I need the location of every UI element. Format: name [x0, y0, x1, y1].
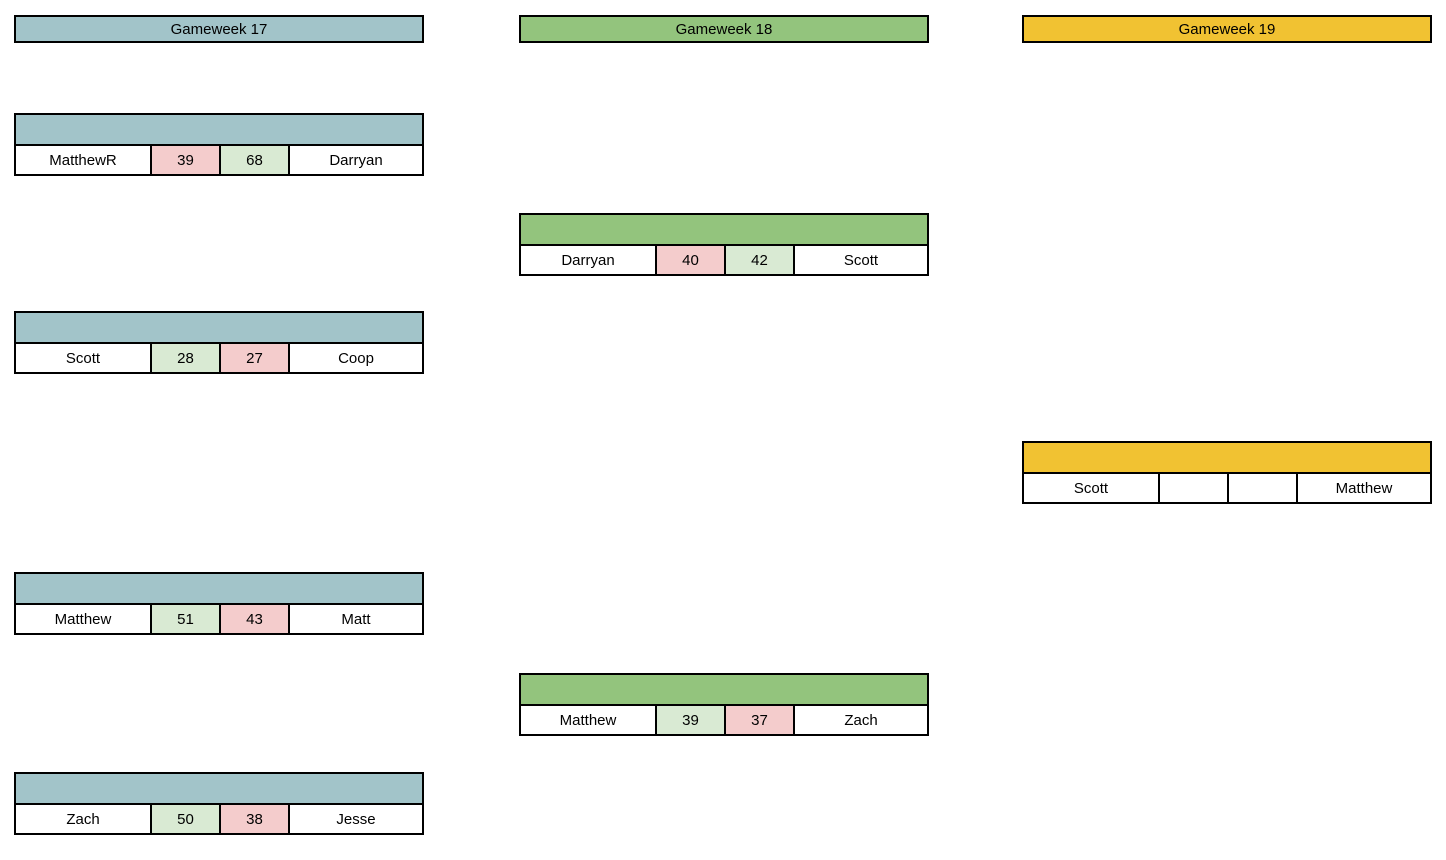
match-color-bar — [1024, 443, 1430, 474]
left-player-score: 28 — [152, 344, 221, 372]
match-color-bar — [521, 675, 927, 706]
left-player-score: 39 — [152, 146, 221, 174]
match-row: Darryan 40 42 Scott — [521, 246, 927, 274]
gw17-match-2: Scott 28 27 Coop — [14, 311, 424, 374]
match-row: Zach 50 38 Jesse — [16, 805, 422, 833]
match-color-bar — [16, 313, 422, 344]
right-player-name: Matthew — [1298, 474, 1430, 502]
right-player-score: 68 — [221, 146, 290, 174]
gw18-match-2: Matthew 39 37 Zach — [519, 673, 929, 736]
match-color-bar — [16, 115, 422, 146]
left-player-score: 51 — [152, 605, 221, 633]
left-player-name: MatthewR — [16, 146, 152, 174]
right-player-name: Zach — [795, 706, 927, 734]
header-gameweek-18: Gameweek 18 — [519, 15, 929, 43]
right-player-score — [1229, 474, 1298, 502]
gw17-match-3: Matthew 51 43 Matt — [14, 572, 424, 635]
gw17-match-4: Zach 50 38 Jesse — [14, 772, 424, 835]
left-player-name: Darryan — [521, 246, 657, 274]
left-player-score — [1160, 474, 1229, 502]
right-player-name: Scott — [795, 246, 927, 274]
left-player-name: Matthew — [521, 706, 657, 734]
right-player-name: Matt — [290, 605, 422, 633]
left-player-score: 39 — [657, 706, 726, 734]
gw19-final: Scott Matthew — [1022, 441, 1432, 504]
left-player-score: 40 — [657, 246, 726, 274]
match-row: Scott Matthew — [1024, 474, 1430, 502]
right-player-name: Jesse — [290, 805, 422, 833]
right-player-score: 27 — [221, 344, 290, 372]
gw17-match-1: MatthewR 39 68 Darryan — [14, 113, 424, 176]
right-player-score: 38 — [221, 805, 290, 833]
match-row: MatthewR 39 68 Darryan — [16, 146, 422, 174]
match-color-bar — [16, 774, 422, 805]
right-player-score: 42 — [726, 246, 795, 274]
header-gameweek-19: Gameweek 19 — [1022, 15, 1432, 43]
left-player-score: 50 — [152, 805, 221, 833]
right-player-score: 37 — [726, 706, 795, 734]
right-player-name: Darryan — [290, 146, 422, 174]
left-player-name: Scott — [1024, 474, 1160, 502]
left-player-name: Zach — [16, 805, 152, 833]
match-color-bar — [16, 574, 422, 605]
left-player-name: Matthew — [16, 605, 152, 633]
match-color-bar — [521, 215, 927, 246]
left-player-name: Scott — [16, 344, 152, 372]
header-gameweek-17: Gameweek 17 — [14, 15, 424, 43]
right-player-score: 43 — [221, 605, 290, 633]
match-row: Matthew 39 37 Zach — [521, 706, 927, 734]
gw18-match-1: Darryan 40 42 Scott — [519, 213, 929, 276]
right-player-name: Coop — [290, 344, 422, 372]
match-row: Matthew 51 43 Matt — [16, 605, 422, 633]
match-row: Scott 28 27 Coop — [16, 344, 422, 372]
